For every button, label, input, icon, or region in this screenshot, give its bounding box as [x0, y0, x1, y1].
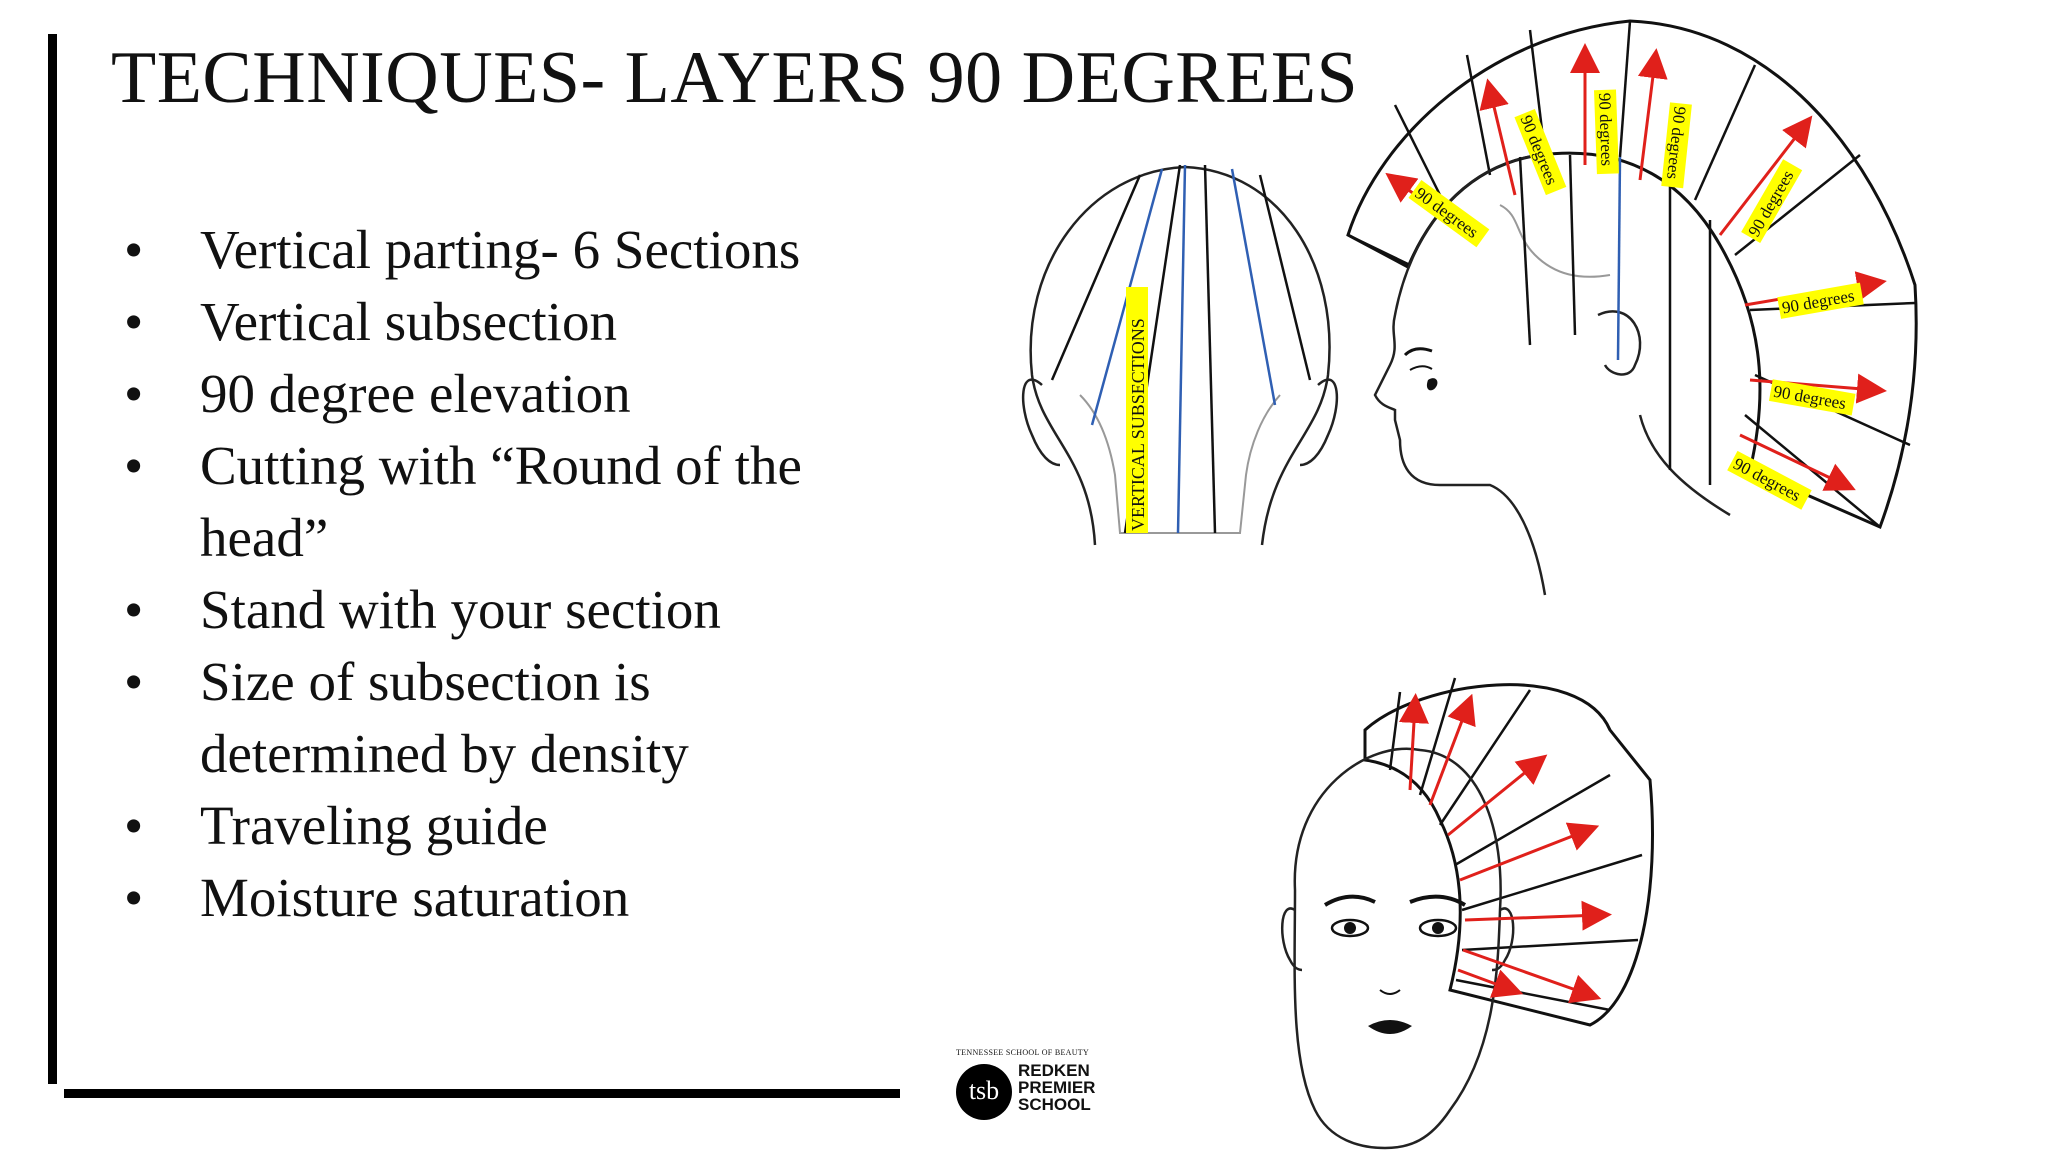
bottom-horizontal-rule	[64, 1089, 900, 1098]
vertical-subsections-label: VERTICAL SUBSECTIONS	[1128, 318, 1148, 531]
side-profile-diagram: 90 degrees 90 degrees 90 degrees 90 degr…	[1346, 19, 1918, 596]
school-logo: TENNESSEE SCHOOL OF BEAUTY tsb REDKEN PR…	[950, 1048, 1100, 1124]
back-head-diagram: VERTICAL SUBSECTIONS	[1021, 164, 1339, 546]
bullet-dot: •	[124, 435, 144, 496]
bullet-dot: •	[124, 867, 144, 928]
bullet-dot: •	[124, 795, 144, 856]
degree-label: 90 degrees	[1411, 183, 1481, 241]
bullet-item: •Stand with your section	[120, 574, 900, 646]
vertical-subsections-highlight	[1126, 287, 1148, 533]
degree-label: 90 degrees	[1663, 105, 1690, 180]
bullet-item: •90 degree elevation	[120, 358, 900, 430]
slide-title: TECHNIQUES- LAYERS 90 DEGREES	[111, 37, 1359, 119]
bullet-item: •Traveling guide	[120, 790, 900, 862]
bullet-item: •Moisture saturation	[120, 862, 900, 934]
bullet-dot: •	[124, 579, 144, 640]
front-face-diagram	[1281, 677, 1654, 1150]
degree-label: 90 degrees	[1744, 167, 1797, 240]
bullet-item: •Vertical parting- 6 Sections	[120, 214, 900, 286]
degree-label: 90 degrees	[1595, 93, 1617, 167]
bullet-item: •Size of subsection is determined by den…	[120, 646, 900, 790]
bullet-dot: •	[124, 291, 144, 352]
redken-wordmark: REDKEN PREMIER SCHOOL	[1018, 1061, 1096, 1114]
left-vertical-rule	[48, 34, 57, 1084]
bullet-dot: •	[124, 651, 144, 712]
bullet-dot: •	[124, 219, 144, 280]
tsb-monogram: tsb	[956, 1064, 1012, 1120]
school-name: TENNESSEE SCHOOL OF BEAUTY	[956, 1048, 1090, 1057]
bullet-list: •Vertical parting- 6 Sections •Vertical …	[120, 214, 900, 934]
bullet-item: •Vertical subsection	[120, 286, 900, 358]
bullet-item: •Cutting with “Round of the head”	[120, 430, 900, 574]
bullet-dot: •	[124, 363, 144, 424]
